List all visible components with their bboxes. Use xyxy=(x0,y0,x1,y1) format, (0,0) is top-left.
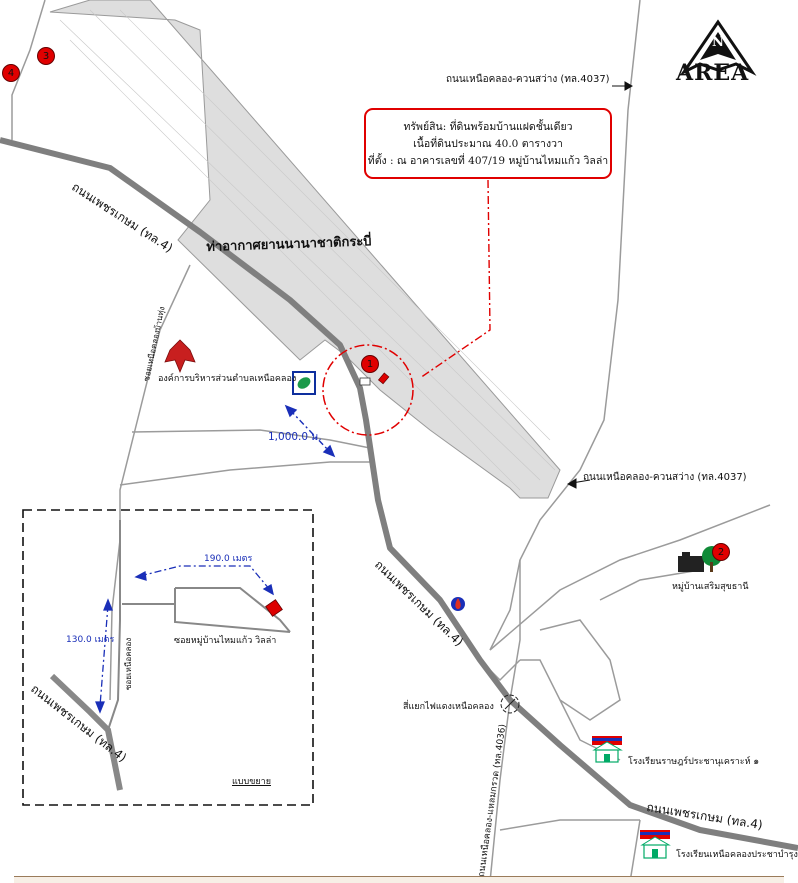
north-letter: N xyxy=(712,35,724,50)
label-village-2: หมู่บ้านเสริมสุขธานี xyxy=(672,582,749,592)
airport-texture xyxy=(59,9,556,491)
school-icon-2 xyxy=(640,830,671,859)
label-intersection: สี่แยกไฟแดงเหนือคลอง xyxy=(403,702,494,712)
label-distance-inset-top: 190.0 เมตร xyxy=(204,554,253,564)
label-lane-inset: ซอยหมู่บ้านไหมแก้ว วิลล่า xyxy=(174,636,277,646)
petrol-station-icon xyxy=(451,597,465,611)
property-callout: ทรัพย์สิน: ที่ดินพร้อมบ้านแฝดชั้นเดียว เ… xyxy=(364,108,612,179)
marker-1: 1 xyxy=(361,355,379,373)
callout-line-2: เนื้อที่ดินประมาณ 40.0 ตารางวา xyxy=(413,138,563,150)
inset-property-icon xyxy=(265,599,283,617)
callout-line-3: ที่ตั้ง : ณ อาคารเลขที่ 407/19 หมู่บ้านไ… xyxy=(367,155,609,167)
leaf-logo-icon xyxy=(292,371,316,395)
inset-roads xyxy=(49,520,291,791)
label-lane-inset-vertical: ซอยเหนือคลอง xyxy=(124,637,133,690)
distance-arrow-main xyxy=(284,404,336,458)
callout-leader xyxy=(419,179,491,379)
label-distance-main: 1,000.0 ม. xyxy=(268,431,322,443)
inset-frame xyxy=(22,509,314,806)
garuda-emblem-icon xyxy=(164,339,196,374)
label-road-4037-top: ถนนเหนือคลอง-ควนสว่าง (ทล.4037) xyxy=(446,74,610,85)
minor-roads xyxy=(11,0,771,882)
label-distance-inset-left: 130.0 เมตร xyxy=(66,635,115,645)
inset-title: แบบขยาย xyxy=(232,777,271,787)
label-school-2: โรงเรียนเหนือคลองประชาบำรุง xyxy=(676,850,798,860)
bottom-strip xyxy=(14,876,784,883)
label-road-4037-mid: ถนนเหนือคลอง-ควนสว่าง (ทล.4037) xyxy=(583,472,747,483)
property-building-icon xyxy=(359,372,390,386)
label-sao-office: องค์การบริหารส่วนตำบลเหนือคลอง xyxy=(158,374,297,384)
marker-3: 3 xyxy=(37,47,55,65)
inset-distance-arrows xyxy=(95,565,274,714)
callout-line-1: ทรัพย์สิน: ที่ดินพร้อมบ้านแฝดชั้นเดียว xyxy=(403,121,573,133)
hwy-4037-arrows xyxy=(566,81,634,489)
marker-4: 4 xyxy=(2,64,20,82)
property-circle xyxy=(322,344,414,436)
traffic-light-intersection-icon xyxy=(500,694,520,714)
petkasem-road xyxy=(0,137,798,851)
marker-2: 2 xyxy=(712,543,730,561)
brand-logo-text: AREA xyxy=(676,60,750,86)
north-arrow-icon: N xyxy=(679,19,757,76)
school-icon-1 xyxy=(592,736,623,763)
label-school-1: โรงเรียนราษฎร์ประชานุเคราะห์ ๑ xyxy=(628,757,760,767)
